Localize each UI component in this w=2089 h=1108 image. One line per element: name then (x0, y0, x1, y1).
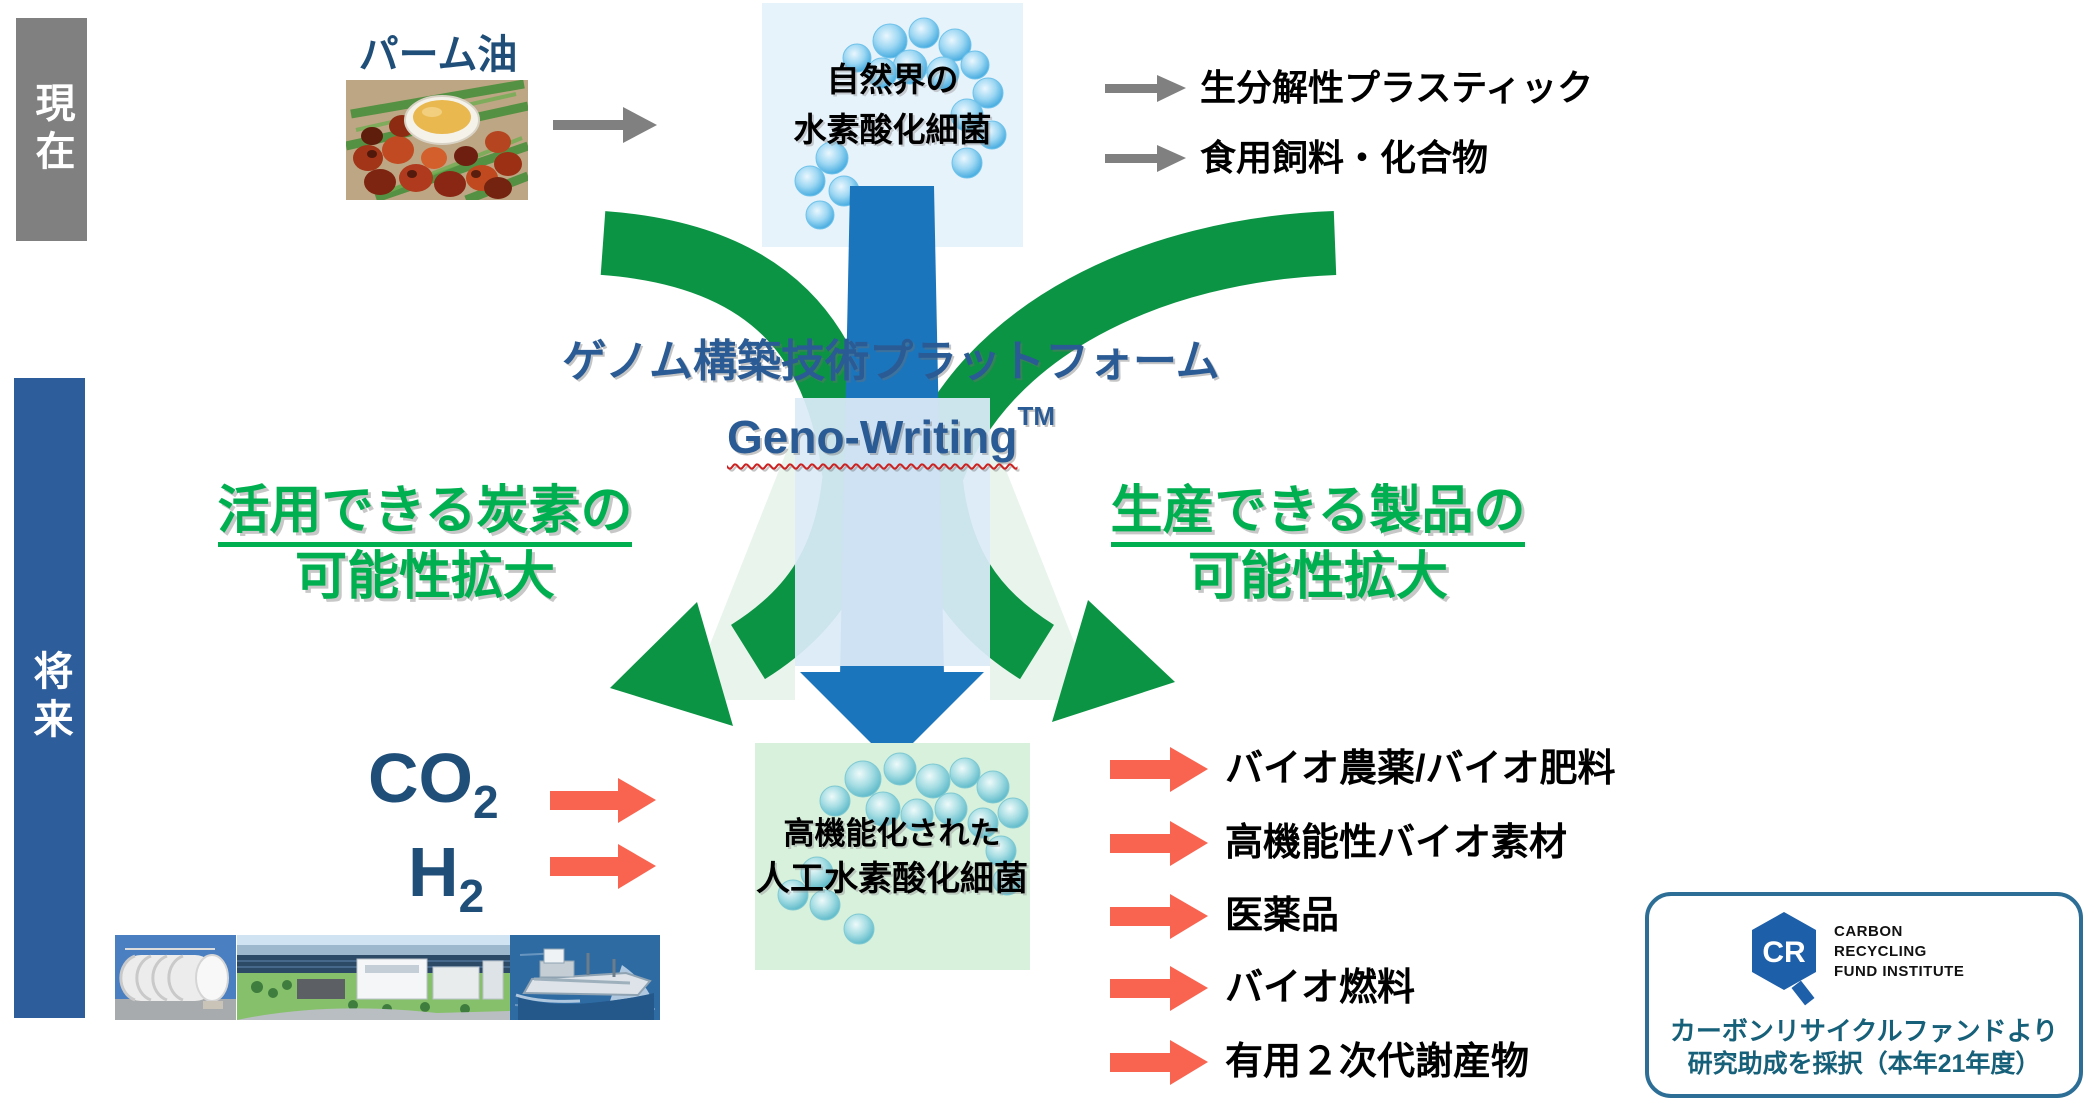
gray-arrow-output2-shaft (1105, 154, 1157, 163)
ship-photo (510, 935, 660, 1020)
trademark-symbol: TM (1017, 401, 1055, 431)
gray-arrow-palm-head (623, 107, 657, 143)
gray-arrow-output2-head (1157, 145, 1186, 172)
green-arrowhead-right (1052, 600, 1175, 722)
red-arrow-product3-shaft (1110, 907, 1170, 926)
natural-bacteria-line1: 自然界の (826, 61, 959, 98)
platform-brand-name: Geno-Writing (727, 411, 1018, 463)
red-arrow-product2-head (1170, 821, 1208, 866)
h2-subscript: 2 (458, 870, 485, 922)
palm-oil-photo (346, 80, 528, 200)
crfi-org-line2: RECYCLING (1834, 943, 1927, 960)
natural-bacteria-line2: 水素酸化細菌 (793, 111, 992, 148)
plant-facility-photo (237, 935, 510, 1020)
co2-subscript: 2 (473, 776, 499, 828)
platform-title: ゲノム構築技術プラットフォーム (562, 337, 1220, 386)
crfi-org-line1: CARBON (1834, 923, 1903, 940)
crfi-logo-icon: CR (1752, 912, 1816, 1006)
gray-arrow-output1-head (1157, 75, 1186, 102)
expansion-right-line1: 生産できる製品の (1110, 482, 1526, 547)
red-arrow-product5-shaft (1110, 1053, 1170, 1072)
red-arrows (550, 747, 1208, 1085)
expansion-left-line1: 活用できる炭素の (217, 482, 633, 547)
red-arrow-product1-shaft (1110, 760, 1170, 779)
co2-input-label: CO2 (368, 738, 499, 828)
red-arrow-product2-shaft (1110, 834, 1170, 853)
co2-text: CO (368, 739, 473, 817)
red-arrow-co2-shaft (550, 791, 618, 810)
palm-oil-label: パーム油 (358, 33, 518, 77)
red-arrow-product4-head (1170, 966, 1208, 1011)
h2-text: H (408, 833, 459, 911)
gray-arrows (553, 75, 1186, 172)
green-arrowhead-left (610, 602, 733, 726)
product-biopesticide-label: バイオ農薬/バイオ肥料 (1225, 748, 1616, 790)
red-arrow-product4-shaft (1110, 979, 1170, 998)
product-pharmaceutical-label: 医薬品 (1225, 895, 1340, 937)
red-arrow-product3-head (1170, 894, 1208, 939)
expansion-right-line2: 可能性拡大 (1187, 548, 1448, 606)
natural-bacteria-label: 自然界の 水素酸化細菌 (762, 55, 1023, 155)
output-feed-label: 食用飼料・化合物 (1200, 137, 1489, 178)
platform-brand: Geno-WritingTM (391, 390, 1391, 463)
red-arrow-product1-head (1170, 747, 1208, 792)
engineered-bacteria-label: 高機能化された 人工水素酸化細菌 (740, 812, 1044, 902)
expansion-left-line2: 可能性拡大 (294, 548, 555, 606)
crfi-org-line3: FUND INSTITUTE (1834, 963, 1965, 980)
engineered-bacteria-line2: 人工水素酸化細菌 (756, 860, 1028, 898)
timeline-present-bar: 現在 (16, 18, 87, 241)
output-bioplastic-label: 生分解性プラスティック (1200, 67, 1594, 108)
product-biofuel-label: バイオ燃料 (1225, 967, 1416, 1009)
timeline-future-label: 将来 (27, 650, 72, 746)
engineered-bacteria-line1: 高機能化された (783, 816, 1001, 851)
bacteria-bubbles-illustration (794, 17, 1007, 238)
product-metabolite-label: 有用２次代謝産物 (1225, 1041, 1530, 1083)
timeline-present-label: 現在 (29, 81, 74, 178)
crfi-grant-line1: カーボンリサイクルファンドより (1669, 1016, 2059, 1046)
red-arrow-h2-shaft (550, 857, 618, 876)
expansion-left-statement: 活用できる炭素の 可能性拡大 (135, 478, 715, 610)
timeline-future-bar: 将来 (14, 378, 85, 1018)
svg-text:CR: CR (1762, 936, 1806, 969)
h2-input-label: H2 (408, 832, 484, 922)
engineered-bacteria-box (755, 743, 1030, 970)
engineered-bacteria-bubbles-illustration (777, 752, 1029, 945)
crfi-org-name: CARBON RECYCLING FUND INSTITUTE (1834, 922, 1964, 982)
pale-text-panel (795, 398, 990, 666)
gray-arrow-output1-shaft (1105, 84, 1157, 93)
red-arrow-co2-head (618, 778, 656, 823)
crfi-badge: CR CARBON RECYCLING FUND INSTITUTE カーボンリ… (1645, 892, 2083, 1098)
red-arrow-h2-head (618, 844, 656, 889)
expansion-right-statement: 生産できる製品の 可能性拡大 (1028, 478, 1608, 610)
crfi-grant-line2: 研究助成を採択（本年21年度） (1687, 1050, 2041, 1078)
gray-arrow-palm-shaft (553, 120, 623, 130)
tank-facility-photo (115, 935, 236, 1020)
crfi-grant-note: カーボンリサイクルファンドより 研究助成を採択（本年21年度） (1649, 1014, 2079, 1081)
product-biomaterial-label: 高機能性バイオ素材 (1225, 822, 1568, 864)
red-arrow-product5-head (1170, 1040, 1208, 1085)
